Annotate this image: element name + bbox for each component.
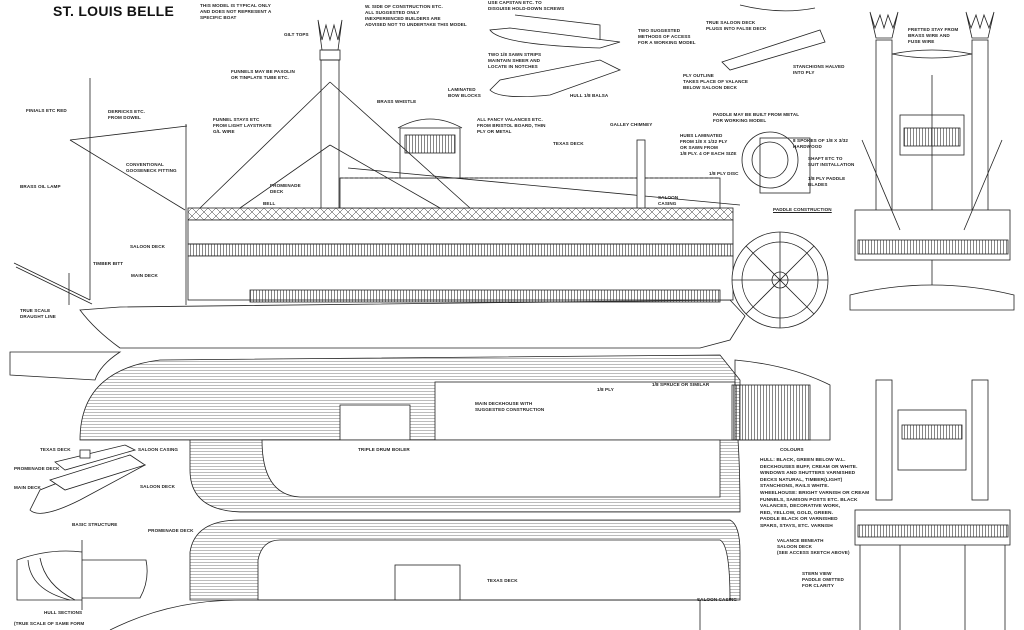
label-two-methods: TWO SUGGESTED METHODS OF ACCESS FOR A WO…: [638, 28, 696, 45]
label-bs-texas: TEXAS DECK: [40, 447, 71, 452]
label-spokes: 8 SPOKES OF 1/8 X 3/32 HARDWOOD: [793, 138, 849, 149]
label-timber-bitt: TIMBER BITT: [93, 261, 124, 266]
label-boiler: TRIPLE DRUM BOILER: [358, 447, 410, 452]
label-gooseneck: CONVENTIONAL GOOSENECK FITTING: [126, 162, 177, 173]
drawing-title: ST. LOUIS BELLE: [53, 3, 175, 19]
label-finials: FINIALS ETC RED: [26, 108, 67, 113]
label-plan-saloon-casing: SALOON CASING: [697, 597, 738, 602]
label-bs-saloon-deck: SALOON DECK: [140, 484, 176, 489]
label-funnels: FUNNELS MAY BE PAXOLIN OR TINPLATE TUBE …: [231, 69, 295, 80]
label-hull-balsa: HULL 1/8 BALSA: [570, 93, 609, 98]
label-paddle-blades: 1/8 PLY PADDLE BLADES: [808, 176, 846, 187]
label-main-deckhouse: MAIN DECKHOUSE WITH SUGGESTED CONSTRUCTI…: [475, 401, 545, 412]
label-hull-sections: HULL SECTIONS: [44, 610, 83, 615]
label-gilt-tops: GILT TOPS: [284, 32, 309, 37]
label-ply: 1/8 PLY: [597, 387, 614, 392]
colours-title: COLOURS: [780, 447, 804, 452]
paddle-wheel: [731, 231, 829, 329]
label-saloon-deck: SALOON DECK: [130, 244, 166, 249]
label-plan-texas: TEXAS DECK: [487, 578, 518, 583]
plan-views: [9, 351, 831, 630]
label-sawn-strips: TWO 1/8 SAWN STRIPS MAINTAIN SHEER AND L…: [488, 52, 542, 69]
label-valance: VALANCE BENEATH SALOON DECK (SEE ACCESS …: [777, 538, 850, 555]
label-draught-line: TRUE SCALE DRAUGHT LINE: [20, 308, 56, 319]
label-texas-deck: TEXAS DECK: [553, 141, 584, 146]
label-hubs: HUBS LAMINATED FROM 1/8 X 1/32 PLY OR SA…: [680, 133, 737, 156]
label-oil-lamp: BRASS OIL LAMP: [20, 184, 61, 189]
label-paddle-metal: PADDLE MAY BE BUILT FROM METAL FOR WORKI…: [713, 112, 800, 123]
label-brass-whistle: BRASS WHISTLE: [377, 99, 417, 104]
label-bs-saloon-casing: SALOON CASING: [138, 447, 179, 452]
label-bell: BELL: [263, 201, 276, 206]
label-true-saloon: TRUE SALOON DECK PLUGS INTO FALSE DECK: [706, 20, 767, 31]
label-spruce: 1/8 SPRUCE OR SIMILAR: [652, 382, 710, 387]
label-plan-promenade: PROMENADE DECK: [148, 528, 194, 533]
label-galley-chimney: GALLEY CHIMNEY: [610, 122, 653, 127]
label-capstan: USE CAPSTAN ETC. TO DISGUISE HOLD-DOWN S…: [488, 0, 565, 11]
label-ply-outline: PLY OUTLINE TAKES PLACE OF VALANCE BELOW…: [683, 73, 749, 90]
hull-sections: [16, 540, 148, 610]
front-view: [849, 11, 1015, 311]
label-derricks: DERRICKS ETC. FROM DOWEL: [108, 109, 146, 120]
stern-view: [854, 379, 1011, 630]
label-ply-disc: 1/8 PLY DISC: [709, 171, 739, 176]
label-stern-view: STERN VIEW PADDLE OMITTED FOR CLARITY: [802, 571, 844, 588]
label-main-deck: MAIN DECK: [131, 273, 158, 278]
colours-text: HULL: BLACK, GREEN BELOW W.L. DECKHOUSES…: [760, 458, 870, 529]
note-typical: THIS MODEL IS TYPICAL ONLY AND DOES NOT …: [200, 3, 272, 20]
label-fretted-stay: FRETTED STAY FROM BRASS WIRE AND FUSE WI…: [908, 27, 959, 44]
label-stanchions: STANCHIONS HALVED INTO PLY: [793, 64, 845, 75]
label-saloon-casing: SALOON CASING: [658, 195, 679, 206]
label-bs-promenade: PROMENADE DECK: [14, 466, 60, 471]
note-construction: W. SIDE OF CONSTRUCTION ETC. ALL SUGGEST…: [365, 4, 467, 27]
label-paddle-construction: PADDLE CONSTRUCTION: [773, 207, 832, 212]
label-shaft: SHAFT ETC TO SUIT INSTALLATION: [808, 156, 855, 167]
side-elevation: [13, 19, 829, 349]
label-true-scale-note: (TRUE SCALE OF SAME FORM: [14, 621, 85, 626]
label-funnel-stays: FUNNEL STAYS ETC FROM LIGHT LAYSTRATE G/…: [213, 117, 272, 134]
basic-structure-sketch: [29, 444, 147, 514]
label-bs-main: MAIN DECK: [14, 485, 41, 490]
label-promenade-deck: PROMENADE DECK: [270, 183, 301, 194]
label-basic-structure: BASIC STRUCTURE: [72, 522, 118, 527]
access-sketches: [489, 4, 826, 194]
label-laminated-bow: LAMINATED BOW BLOCKS: [448, 87, 481, 98]
label-fancy-valances: ALL FANCY VALANCES ETC. FROM BRISTOL BOA…: [477, 117, 546, 134]
